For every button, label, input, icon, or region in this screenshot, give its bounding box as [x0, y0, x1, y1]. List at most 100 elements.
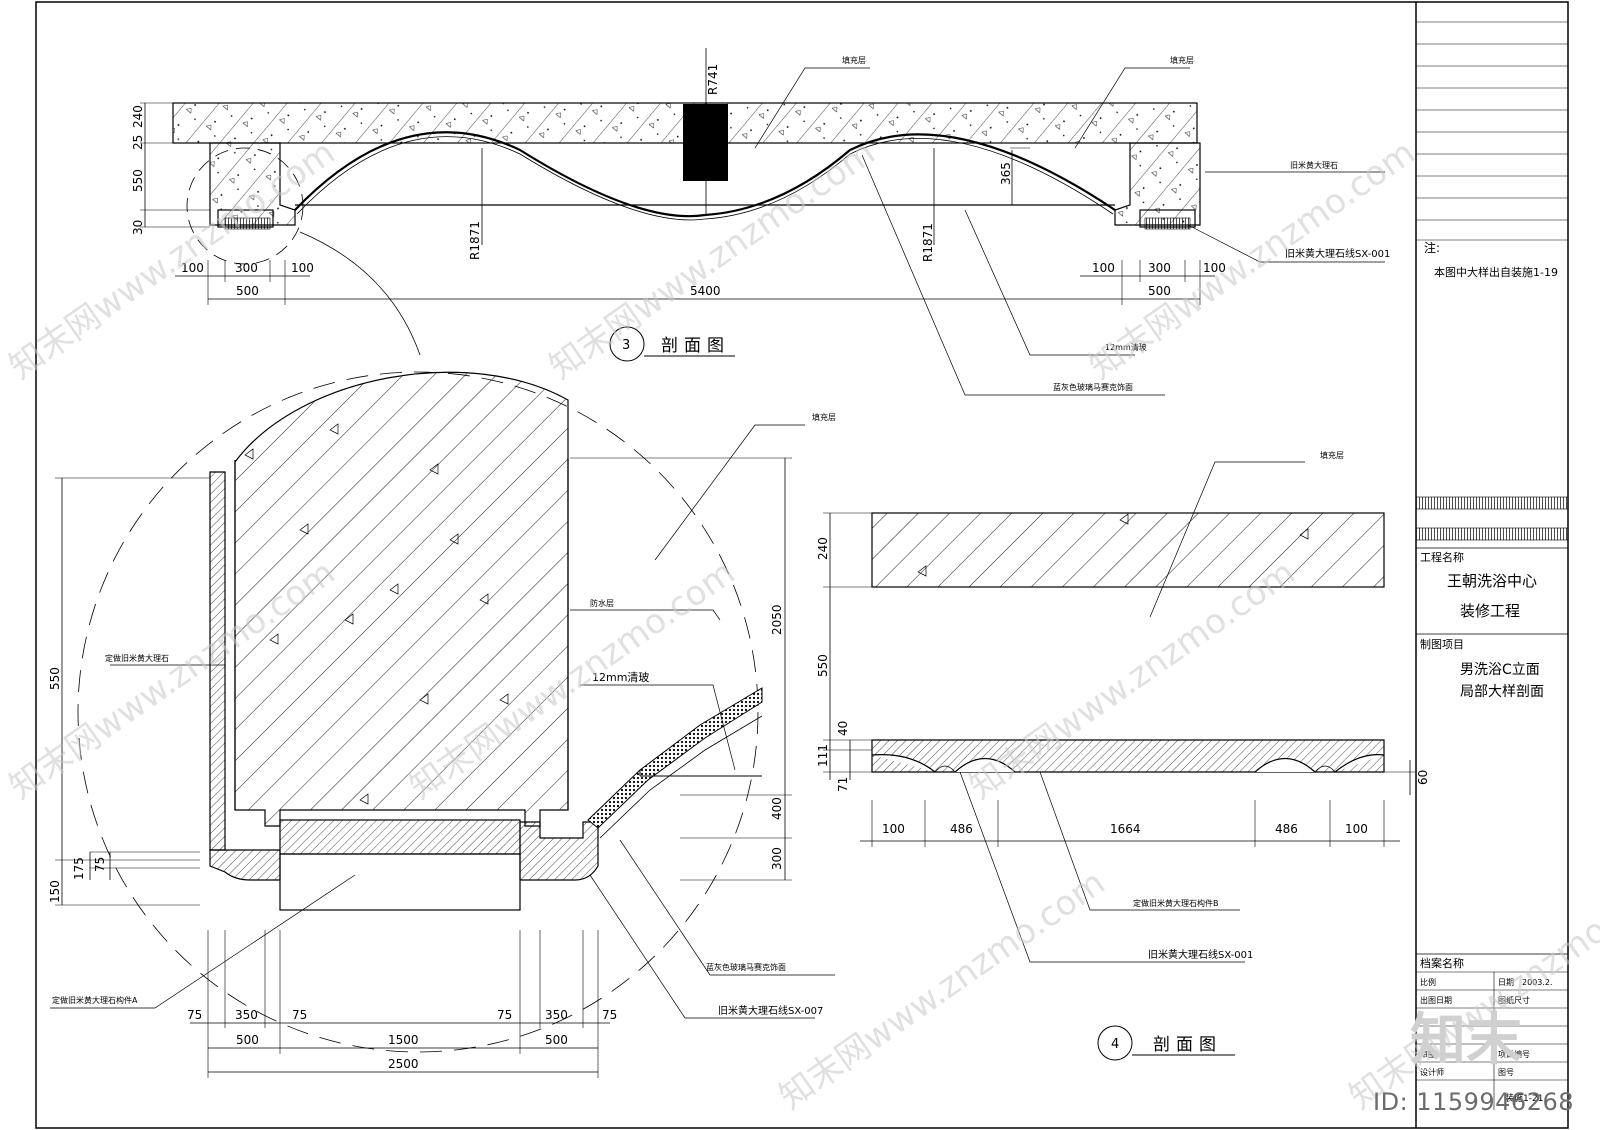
detail-enlarged-drawing — [50, 371, 835, 1078]
detail-label-custom-marble: 定做旧米黄大理石 — [105, 653, 169, 663]
tb-sheet-size-label: 图纸尺寸 — [1498, 995, 1530, 1005]
s3-dim-b1: 300 — [235, 261, 258, 275]
detail-right-moulding — [519, 821, 599, 881]
detail-dim-400: 400 — [770, 797, 784, 820]
detail-dim-b1: 350 — [235, 1008, 258, 1022]
s4-dim-b0: 100 — [882, 822, 905, 836]
watermark-id: ID: 1159946268 — [1373, 1088, 1574, 1116]
s4-number: 4 — [1111, 1037, 1119, 1052]
section3-black-column — [683, 104, 728, 181]
s3-dim-550: 550 — [131, 169, 145, 192]
s3-dim-m0: 500 — [236, 284, 259, 298]
detail-label-glass: 12mm清玻 — [592, 671, 649, 684]
s4-dim-b1: 486 — [950, 822, 973, 836]
s3-dim-b3: 100 — [1092, 261, 1115, 275]
s3-dim-b2: 100 — [291, 261, 314, 275]
s4-label-marble-line: 旧米黄大理石线SX-001 — [1148, 948, 1253, 961]
s3-dim-b5: 100 — [1203, 261, 1226, 275]
sheet-border — [35, 1, 1569, 1129]
tb-archive-label: 档案名称 — [1420, 956, 1464, 970]
detail-label-fill: 填充层 — [812, 412, 836, 422]
tb-sheet-no-value: 装施1-21 — [1505, 1092, 1543, 1104]
detail-dim-175: 175 — [72, 857, 86, 880]
detail-dim-150: 150 — [48, 880, 62, 903]
section-4-drawing — [823, 461, 1415, 1061]
tb-drawing-line1: 男洗浴C立面 — [1460, 662, 1540, 678]
tb-project-line1: 王朝洗浴中心 — [1447, 572, 1537, 590]
detail-label-mosaic: 蓝灰色玻璃马赛克饰面 — [706, 962, 786, 972]
s4-dim-240: 240 — [816, 537, 830, 560]
s4-dim-40: 40 — [836, 721, 850, 736]
tb-project-label: 工程名称 — [1420, 550, 1464, 564]
title-block-stripe-1 — [1415, 496, 1569, 510]
s4-dim-111: 111 — [816, 744, 830, 767]
detail-marble-band — [279, 819, 521, 855]
s4-title: 剖面图 — [1153, 1035, 1222, 1055]
detail-label-waterproof: 防水层 — [590, 598, 614, 608]
tb-drawing-line2: 局部大样剖面 — [1460, 684, 1544, 700]
s4-dim-60: 60 — [1416, 770, 1430, 785]
s3-dim-30: 30 — [131, 220, 145, 235]
s3-title: 剖面图 — [661, 336, 730, 356]
detail-left-moulding — [209, 849, 281, 881]
s3-radius-top: R741 — [706, 64, 720, 95]
tb-date-value: 2003.2. — [1522, 978, 1553, 987]
detail-dim-300: 300 — [770, 847, 784, 870]
detail-fill-layer — [234, 371, 569, 827]
section4-top-slab — [871, 512, 1385, 588]
tb-project-no-label: 项目编号 — [1498, 1049, 1530, 1059]
detail-dim-b0: 75 — [187, 1008, 202, 1022]
s3-label-mosaic: 蓝灰色玻璃马赛克饰面 — [1053, 382, 1133, 392]
detail-dim-b3: 75 — [497, 1008, 512, 1022]
s3-radius-left: R1871 — [468, 221, 482, 260]
s3-label-fill2: 填充层 — [1170, 55, 1194, 65]
s3-radius-right: R1871 — [921, 223, 935, 262]
detail-label-marble-line: 旧米黄大理石线SX-007 — [718, 1004, 823, 1017]
detail-dim-550: 550 — [48, 667, 62, 690]
tb-drawing-label: 制图项目 — [1420, 638, 1464, 651]
s3-dim-365: 365 — [999, 162, 1013, 185]
detail-mosaic-strip — [587, 687, 763, 829]
tb-scale-label: 比例 — [1420, 977, 1436, 987]
tb-note-text: 本图中大样出自装施1-19 — [1434, 265, 1558, 279]
watermark-1: 知末网www.znzmo.com — [2, 133, 342, 388]
detail-dim-b2: 75 — [292, 1008, 307, 1022]
detail-dim-2050: 2050 — [770, 604, 784, 635]
s3-dim-b0: 100 — [181, 261, 204, 275]
detail-dim-m2: 500 — [545, 1033, 568, 1047]
tb-date-label: 日期 — [1498, 978, 1514, 987]
s4-dim-b4: 100 — [1345, 822, 1368, 836]
detail-label-component-a: 定做旧米黄大理石构件A — [52, 995, 138, 1005]
tb-sheet-no-label: 图号 — [1498, 1068, 1514, 1077]
tb-note-label: 注: — [1424, 240, 1440, 255]
s3-label-marble: 旧米黄大理石 — [1290, 160, 1338, 170]
watermark-logo: 知末 — [1410, 1008, 1522, 1073]
s3-label-glass: 12mm清玻 — [1105, 342, 1147, 352]
section3-right-pier — [1114, 142, 1201, 226]
detail-circle — [77, 371, 759, 1053]
s4-label-fill: 填充层 — [1320, 450, 1344, 460]
s4-dim-71: 71 — [836, 777, 850, 792]
section3-arch-curve — [294, 131, 1116, 218]
s3-label-fill1: 填充层 — [842, 55, 866, 65]
detail-dim-m1: 1500 — [388, 1033, 419, 1047]
detail-dim-total: 2500 — [388, 1057, 419, 1071]
tb-review-label: 审图 — [1420, 1049, 1436, 1059]
s3-dim-m1: 5400 — [690, 284, 721, 298]
section-3-drawing — [140, 48, 1385, 396]
watermark-7: 知末网www.znzmo.com — [772, 863, 1112, 1118]
s3-dim-25: 25 — [131, 135, 145, 150]
detail-dim-75: 75 — [93, 857, 107, 872]
s4-dim-550: 550 — [816, 654, 830, 677]
title-block — [1415, 21, 1569, 1110]
detail-dim-m0: 500 — [236, 1033, 259, 1047]
detail-dim-b4: 350 — [545, 1008, 568, 1022]
s4-label-component-b: 定做旧米黄大理石构件B — [1133, 898, 1219, 908]
tb-drawing-date-label: 出图日期 — [1420, 995, 1452, 1005]
s4-dim-b3: 486 — [1275, 822, 1298, 836]
s4-dim-b2: 1664 — [1110, 822, 1141, 836]
s3-dim-240: 240 — [131, 105, 145, 128]
tb-designer-label: 设计师 — [1420, 1067, 1444, 1077]
detail-dim-b5: 75 — [602, 1008, 617, 1022]
